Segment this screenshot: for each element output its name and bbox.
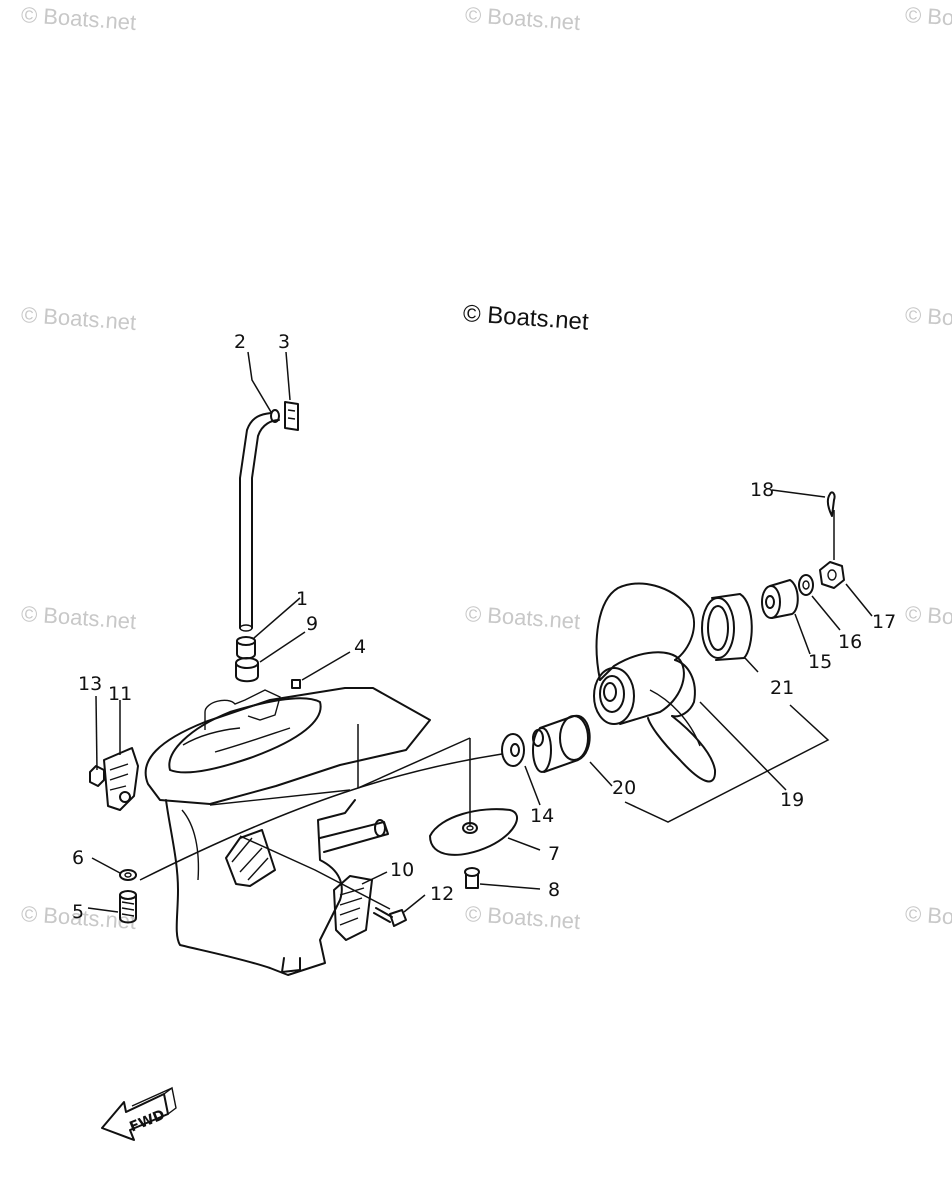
grommet-part: [236, 636, 256, 660]
spacer-part: [532, 714, 591, 773]
water-tube-part: [239, 409, 280, 632]
grille-plate-part: [333, 875, 373, 941]
cotter-pin-part: [826, 491, 836, 517]
callout-7: 7: [548, 843, 560, 865]
dowel-pin-part: [291, 679, 301, 689]
callout-4: 4: [354, 636, 366, 658]
bolt-part: [119, 890, 137, 924]
screw-part: [373, 907, 407, 927]
fwd-arrow-icon: FWD: [101, 1086, 177, 1141]
side-grille-part: [103, 747, 139, 811]
thrust-washer-part: [501, 733, 525, 767]
trim-tab-bolt-part: [464, 867, 480, 889]
callout-20: 20: [612, 777, 636, 799]
propeller-part: [593, 582, 717, 783]
callout-11: 11: [108, 683, 132, 705]
leader-lines: [87, 351, 873, 913]
seal-part: [235, 657, 259, 683]
callout-19: 19: [780, 789, 804, 811]
callout-5: 5: [72, 901, 84, 923]
lower-casing-part: [144, 687, 431, 976]
spacer-washer-part: [761, 579, 799, 619]
callout-1: 1: [296, 588, 308, 610]
nut-part: [89, 765, 105, 787]
callout-16: 16: [838, 631, 862, 653]
small-washer-part: [798, 574, 814, 596]
clip-part: [284, 401, 299, 431]
callout-12: 12: [430, 883, 454, 905]
callout-21: 21: [770, 677, 794, 699]
callout-14: 14: [530, 805, 554, 827]
callout-9: 9: [306, 613, 318, 635]
fwd-label: FWD: [127, 1107, 167, 1136]
callout-10: 10: [390, 859, 414, 881]
callout-6: 6: [72, 847, 84, 869]
callout-3: 3: [278, 331, 290, 353]
callout-18: 18: [750, 479, 774, 501]
washer-part: [119, 869, 137, 881]
trim-tab-part: [429, 808, 519, 856]
castle-nut-part: [819, 561, 845, 589]
callout-8: 8: [548, 879, 560, 901]
ring-part: [701, 593, 753, 661]
callout-labels: 1 2 3 4 5 6 7 8 9 10 11 12 13 14 15 16 1…: [72, 331, 896, 923]
callout-17: 17: [872, 611, 896, 633]
callout-13: 13: [78, 673, 102, 695]
callout-2: 2: [234, 331, 246, 353]
callout-15: 15: [808, 651, 832, 673]
